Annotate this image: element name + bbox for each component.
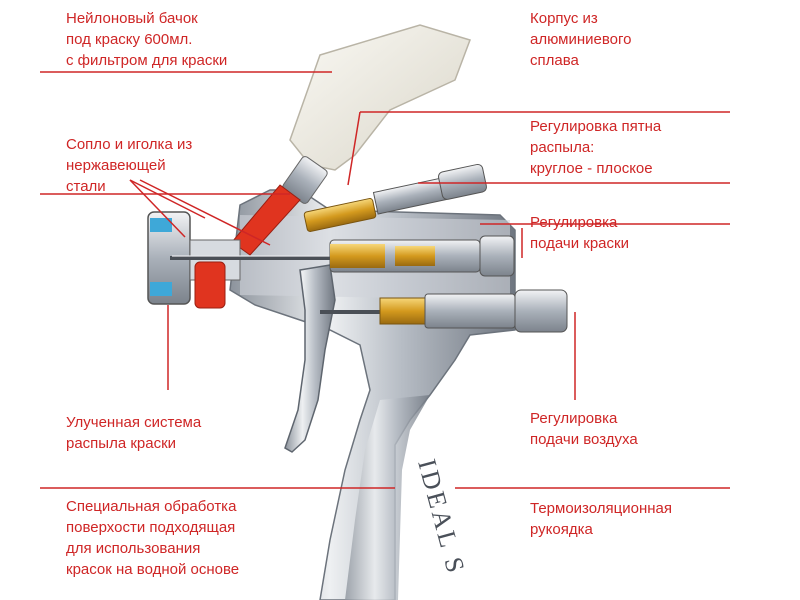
callout-lines-right (347, 111, 730, 489)
callout-nozzle-line-3: стали (66, 178, 106, 195)
callout-pattern: Регулировка пятна распыла: круглое - пло… (530, 116, 661, 179)
air-feed-assembly (320, 289, 568, 333)
paint-channel (231, 184, 301, 256)
callout-handle-line-1: Термоизоляционная (530, 500, 672, 517)
callout-lines-left (40, 71, 395, 489)
callout-pattern-line-1: Регулировка пятна (530, 118, 662, 135)
callout-paint-feed-line-1: Регулировка (530, 214, 618, 231)
handle-brand-text: IDEAL S (412, 456, 471, 578)
callout-tank-line-3: с фильтром для краски (66, 52, 228, 69)
callout-atomization-line-1: Улученная система (66, 414, 202, 431)
callout-body: Корпус из алюминиевого сплава (530, 8, 632, 71)
callout-body-line-2: алюминиевого (530, 31, 632, 48)
callout-body-line-3: сплава (530, 52, 579, 69)
callout-handle-line-2: рукоядка (530, 521, 593, 538)
callout-coating-line-1: Специальная обработка (66, 498, 237, 515)
paint-feed-assembly (329, 235, 515, 277)
callout-nozzle-line-2: нержавеющей (66, 157, 166, 174)
callout-air-feed-line-1: Регулировка (530, 410, 618, 427)
callout-tank: Нейлоновый бачок под краску 600мл. с фил… (66, 8, 227, 71)
callout-coating: Специальная обработка поверхости подходя… (66, 496, 239, 580)
handle (345, 395, 430, 600)
callout-atomization: Улученная система распыла краски (66, 412, 201, 454)
callout-coating-line-3: для использования (66, 540, 201, 557)
callout-tank-line-1: Нейлоновый бачок (66, 10, 198, 27)
callout-body-line-1: Корпус из (530, 10, 598, 27)
paint-tank (289, 24, 471, 171)
callout-pattern-line-3: круглое - плоское (530, 160, 653, 177)
callout-coating-line-4: красок на водной основе (66, 561, 240, 578)
callout-nozzle-line-1: Сопло и иголка из (66, 136, 193, 153)
callout-tank-line-2: под краску 600мл. (66, 31, 193, 48)
callout-air-feed: Регулировка подачи воздуха (530, 408, 638, 450)
callout-paint-feed-line-2: подачи краски (530, 235, 629, 252)
callout-nozzle: Сопло и иголка из нержавеющей стали (66, 134, 192, 197)
callout-handle: Термоизоляционная рукоядка (530, 498, 672, 540)
callout-pattern-line-2: распыла: (530, 139, 595, 156)
callout-coating-line-2: поверхости подходящая (66, 519, 236, 536)
callout-air-feed-line-2: подачи воздуха (530, 431, 638, 448)
pattern-adjust-assembly (303, 163, 487, 233)
callout-paint-feed: Регулировка подачи краски (530, 212, 629, 254)
callout-atomization-line-2: распыла краски (66, 435, 177, 452)
